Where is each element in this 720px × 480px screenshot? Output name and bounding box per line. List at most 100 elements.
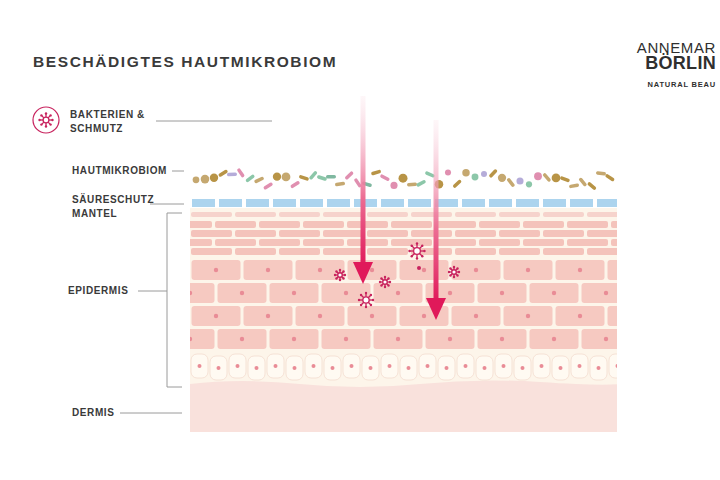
epidermis-cell [322, 283, 371, 303]
germ [334, 269, 346, 281]
acid-mantle-segment [327, 199, 350, 207]
flat-cell [435, 239, 476, 246]
cell-nucleus [448, 337, 452, 341]
microbe [227, 173, 237, 177]
epidermis-cell [244, 306, 293, 326]
flat-cell [235, 212, 276, 217]
cell-nucleus [217, 366, 221, 370]
flat-cell [455, 212, 496, 217]
basal-cell [533, 354, 550, 378]
flat-cell [611, 239, 617, 246]
epidermis-bracket [167, 213, 182, 387]
cell-nucleus [500, 291, 504, 295]
microbe [399, 174, 408, 183]
acid-mantle-segment [516, 199, 539, 207]
epidermis-cell [374, 329, 423, 349]
layer-label: HAUTMIKROBIOM [72, 164, 167, 178]
basal-cell [571, 354, 588, 378]
basal-cell [457, 354, 474, 378]
microbe [552, 174, 561, 183]
microbe [290, 180, 300, 188]
basal-cell [362, 356, 379, 380]
flat-cell [323, 230, 364, 237]
basal-cell [191, 354, 208, 378]
microbe [299, 175, 310, 181]
flat-cell [523, 239, 564, 246]
microbe [445, 169, 451, 175]
microbe [498, 174, 506, 182]
microbe [569, 183, 579, 188]
flat-cell [479, 239, 520, 246]
cell-nucleus [214, 268, 218, 272]
microbe [245, 174, 255, 183]
flat-cell [523, 221, 564, 228]
epidermis-cell [582, 329, 618, 349]
cell-nucleus [190, 291, 192, 295]
cell-nucleus [255, 366, 259, 370]
epidermis-cell [452, 260, 501, 280]
flat-cell [215, 239, 256, 246]
microbe [560, 176, 571, 183]
cell-nucleus [318, 314, 322, 318]
leader-line [156, 121, 272, 122]
cell-nucleus [198, 364, 202, 368]
flat-cell [190, 221, 212, 228]
flat-cell [235, 230, 276, 237]
cell-nucleus [483, 366, 487, 370]
flat-cell [479, 221, 520, 228]
epidermis-cell [192, 306, 241, 326]
epidermis-cell [244, 260, 293, 280]
basal-cell [210, 356, 227, 380]
layer-label: EPIDERMIS [68, 284, 128, 298]
leader-line [150, 204, 184, 205]
cell-nucleus [578, 268, 582, 272]
microbe [210, 174, 218, 182]
epidermis-cell [530, 283, 579, 303]
cell-nucleus [552, 291, 556, 295]
flat-cell [411, 248, 452, 255]
basal-cell [324, 356, 341, 380]
microbe [273, 172, 281, 180]
basal-cell [305, 354, 322, 378]
cell-nucleus [369, 366, 373, 370]
leader-line [172, 171, 184, 172]
cell-nucleus [318, 268, 322, 272]
cell-nucleus [407, 366, 411, 370]
cell-nucleus [604, 337, 608, 341]
cell-nucleus [344, 337, 348, 341]
flat-cell [435, 221, 476, 228]
microbe [526, 181, 532, 187]
epidermis-cell [270, 329, 319, 349]
cell-nucleus [331, 366, 335, 370]
microbe [416, 179, 426, 187]
acid-mantle-segment [381, 199, 404, 207]
cell-nucleus [350, 364, 354, 368]
germ-icon [33, 107, 59, 133]
epidermis-cell [190, 283, 215, 303]
cell-nucleus [559, 366, 563, 370]
epidermis-cell [270, 283, 319, 303]
flat-cell [367, 230, 408, 237]
microbe [263, 182, 273, 190]
flat-cell [611, 221, 617, 228]
flat-cell [455, 230, 496, 237]
flat-cell [567, 221, 608, 228]
basal-cell [343, 354, 360, 378]
microbe [335, 182, 345, 187]
cell-nucleus [521, 366, 525, 370]
epidermis-cell [190, 329, 215, 349]
flat-cell [191, 248, 232, 255]
basal-cell [248, 356, 265, 380]
flat-cell [543, 212, 584, 217]
flat-cell [587, 212, 617, 217]
germ [358, 292, 374, 308]
microbe [193, 176, 200, 183]
flat-cell [499, 248, 540, 255]
acid-mantle-segment [489, 199, 512, 207]
cell-nucleus [426, 364, 430, 368]
microbe [237, 168, 245, 178]
microbe [596, 171, 606, 176]
cell-nucleus [500, 337, 504, 341]
acid-mantle-segment [408, 199, 431, 207]
flat-cell [235, 248, 276, 255]
